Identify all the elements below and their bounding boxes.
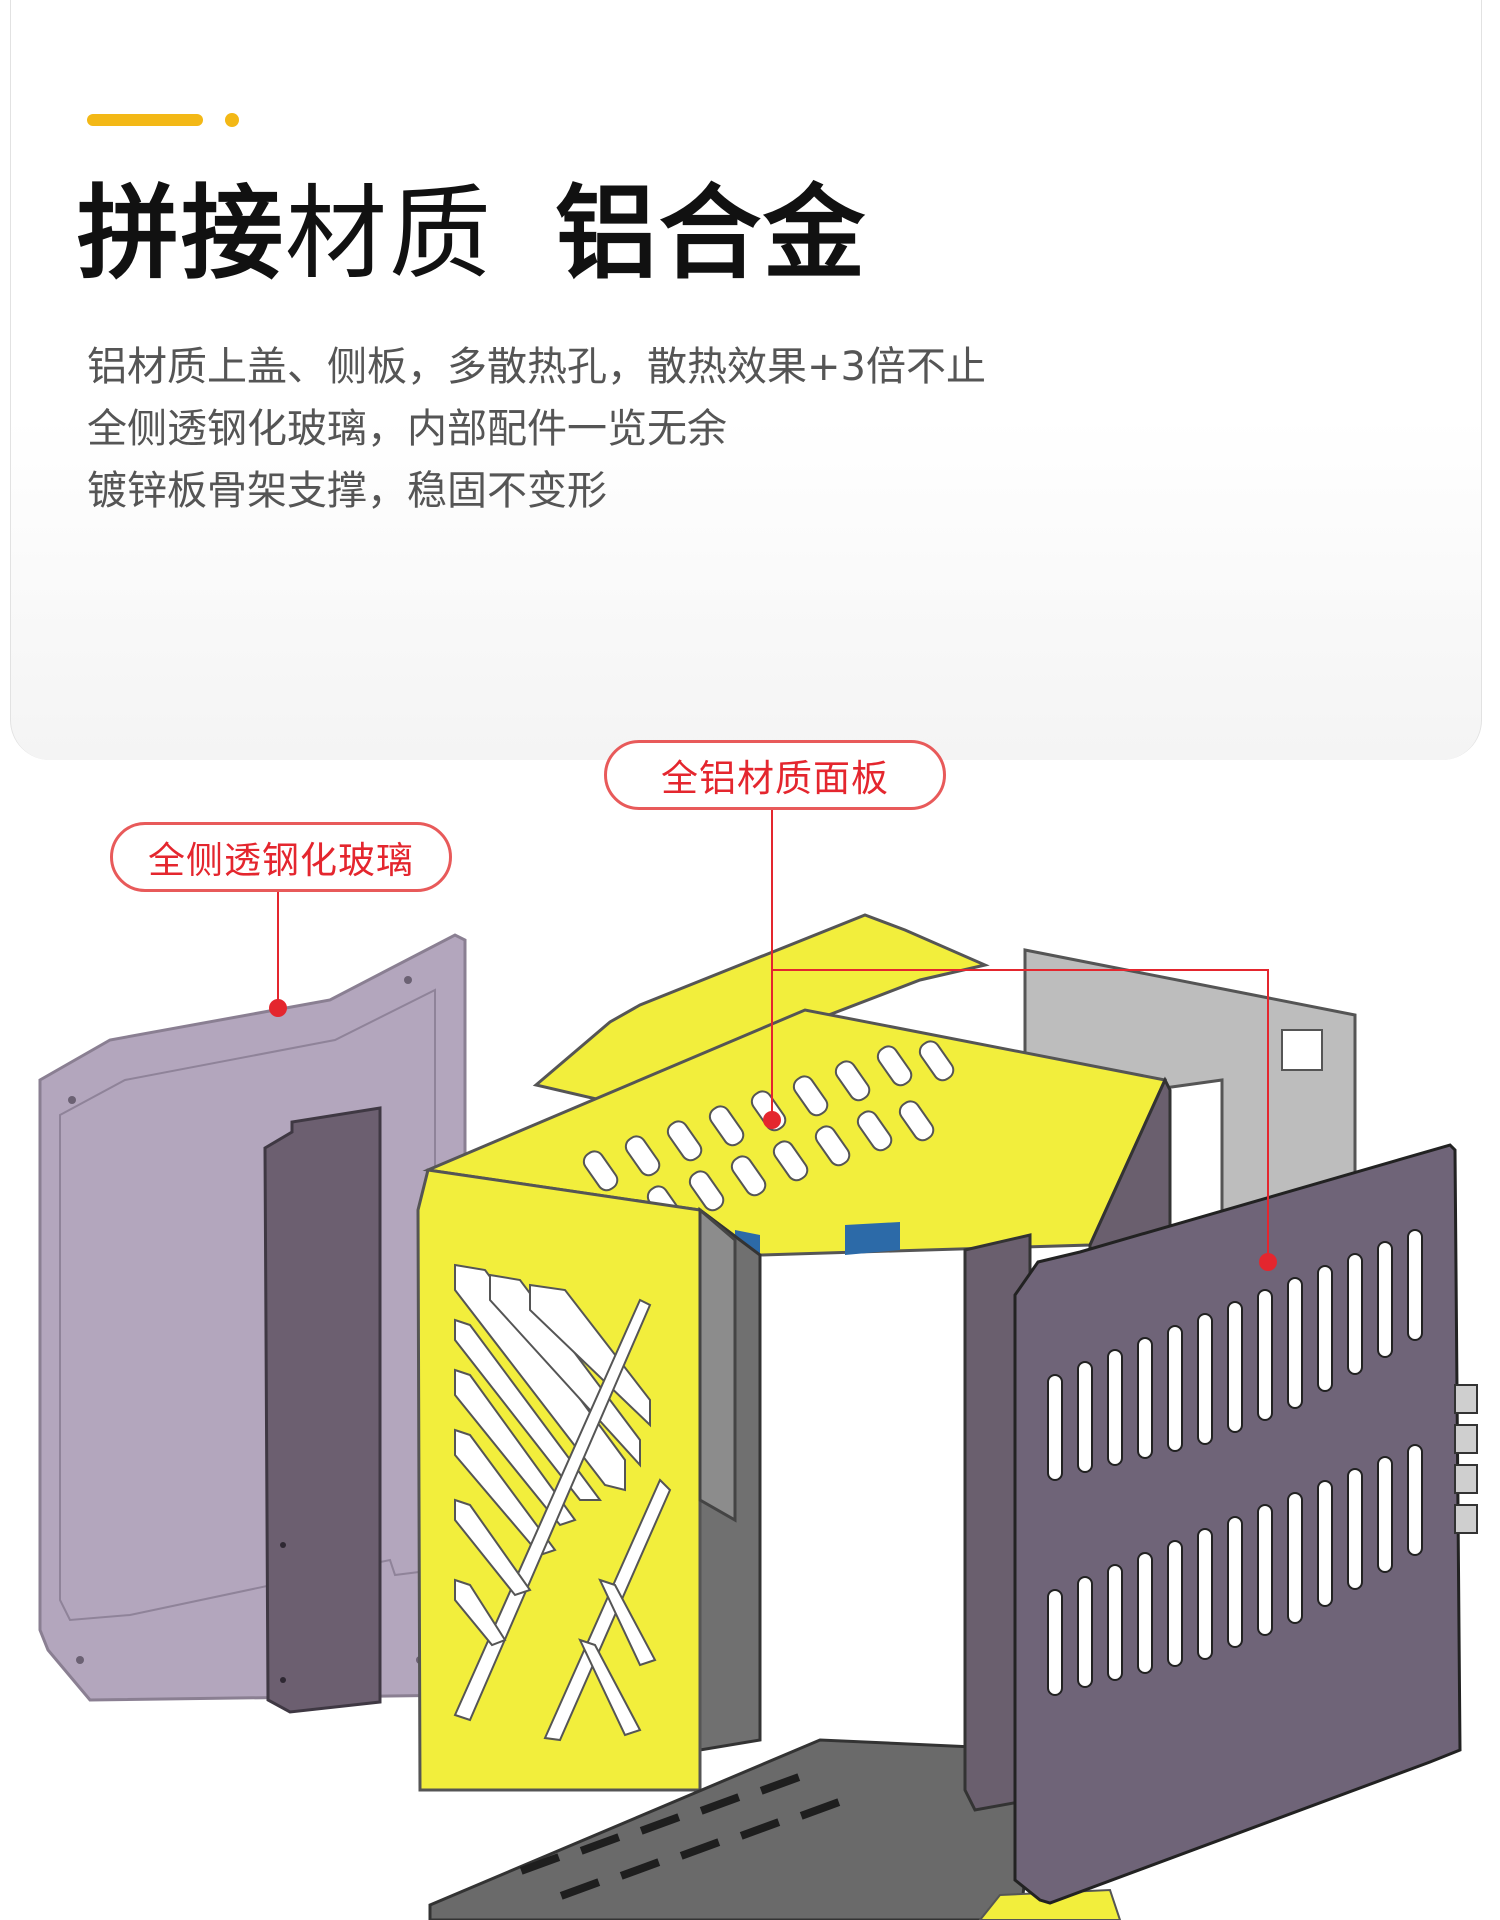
accent-dot — [225, 113, 239, 127]
base-tray — [428, 1738, 1122, 1920]
title-part-1: 拼接 — [77, 175, 285, 294]
title-part-2: 材质 — [285, 175, 493, 294]
callout-lines — [277, 806, 1269, 1262]
feature-line: 铝材质上盖、侧板，多散热孔，散热效果+3倍不止 — [87, 344, 986, 390]
callout-tempered-glass: 全侧透钢化玻璃 — [110, 822, 452, 892]
callout-dots — [269, 999, 1277, 1271]
feature-line: 镀锌板骨架支撑，稳固不变形 — [87, 468, 607, 514]
cover-strip — [263, 1106, 382, 1714]
side-panel — [963, 1143, 1478, 1905]
title-part-3: 铝合金 — [555, 175, 867, 294]
top-cover — [422, 1008, 1168, 1265]
feature-line: 全侧透钢化玻璃，内部配件一览无余 — [87, 406, 727, 452]
page-title: 拼接材质铝合金 — [77, 175, 867, 295]
callout-aluminum-panel: 全铝材质面板 — [604, 740, 946, 810]
feature-list: 铝材质上盖、侧板，多散热孔，散热效果+3倍不止 全侧透钢化玻璃，内部配件一览无余… — [87, 336, 986, 522]
glass-panel — [38, 933, 467, 1702]
side-trim — [698, 1206, 737, 1523]
front-panel — [416, 1168, 702, 1792]
accent-dash — [87, 114, 203, 126]
header-section: 拼接材质铝合金 铝材质上盖、侧板，多散热孔，散热效果+3倍不止 全侧透钢化玻璃，… — [10, 0, 1482, 760]
